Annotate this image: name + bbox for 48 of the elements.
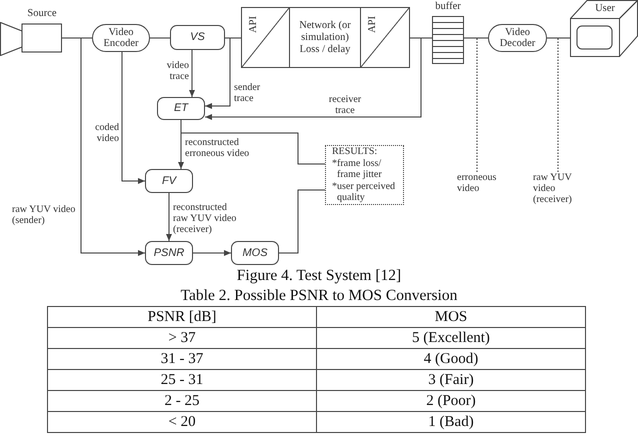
process-box: Video Encoder <box>92 24 150 52</box>
header-cell: MOS <box>316 306 586 328</box>
node-label: API <box>367 16 378 33</box>
process-box: Network (or simulation) Loss / delay <box>289 7 361 68</box>
table-cell: 31 - 37 <box>48 348 316 370</box>
dotted-line <box>546 38 558 172</box>
arrow <box>122 52 146 184</box>
process-box: ET <box>157 97 205 120</box>
list-item: *frame loss/ frame jitter <box>332 158 383 181</box>
table-cell: 3 (Fair) <box>316 370 586 390</box>
interface-box <box>360 7 410 68</box>
node-label: User <box>594 3 616 15</box>
note-box <box>325 145 404 205</box>
interface-box <box>241 7 290 68</box>
table-cell: 1 (Bad) <box>316 412 586 432</box>
table-cell: 25 - 31 <box>48 370 316 390</box>
table-cell: 4 (Good) <box>316 348 586 370</box>
edge-label: raw YUV video (sender) <box>12 204 78 226</box>
process-box: VS <box>170 25 225 50</box>
table-cell: 2 - 25 <box>48 390 316 412</box>
header-cell: PSNR [dB] <box>48 306 316 328</box>
node-label: buffer <box>434 1 462 13</box>
process-box: MOS <box>231 241 279 265</box>
arrow <box>192 250 232 256</box>
edge-label: reconstructed raw YUV video (receiver) <box>173 202 239 235</box>
arrow <box>166 192 172 242</box>
dotted-line <box>476 38 488 172</box>
arrow <box>189 50 195 98</box>
note-label: erroneous video <box>457 172 503 194</box>
connector-line <box>180 120 326 164</box>
table-cell: > 37 <box>48 328 316 348</box>
process-box: FV <box>145 169 193 193</box>
table-cell: < 20 <box>48 412 316 432</box>
table-cell: 2 (Poor) <box>316 390 586 412</box>
figure-caption: Figure 4. Test System [12] <box>236 267 402 285</box>
node-label: Source <box>26 8 58 20</box>
connector-line <box>278 190 326 254</box>
table-title: Table 2. Possible PSNR to MOS Conversion <box>180 287 458 305</box>
arrow <box>62 38 146 256</box>
table-cell: 5 (Excellent) <box>316 328 586 348</box>
arrow <box>204 38 422 120</box>
process-box: Video Decoder <box>488 24 547 52</box>
node-label: API <box>248 16 259 33</box>
box-heading: RESULTS: <box>332 146 378 158</box>
arrow <box>204 38 242 109</box>
process-box: PSNR <box>145 241 193 265</box>
list-item: *user perceived quality <box>332 180 396 204</box>
note-label: raw YUV video (receiver) <box>533 172 579 205</box>
